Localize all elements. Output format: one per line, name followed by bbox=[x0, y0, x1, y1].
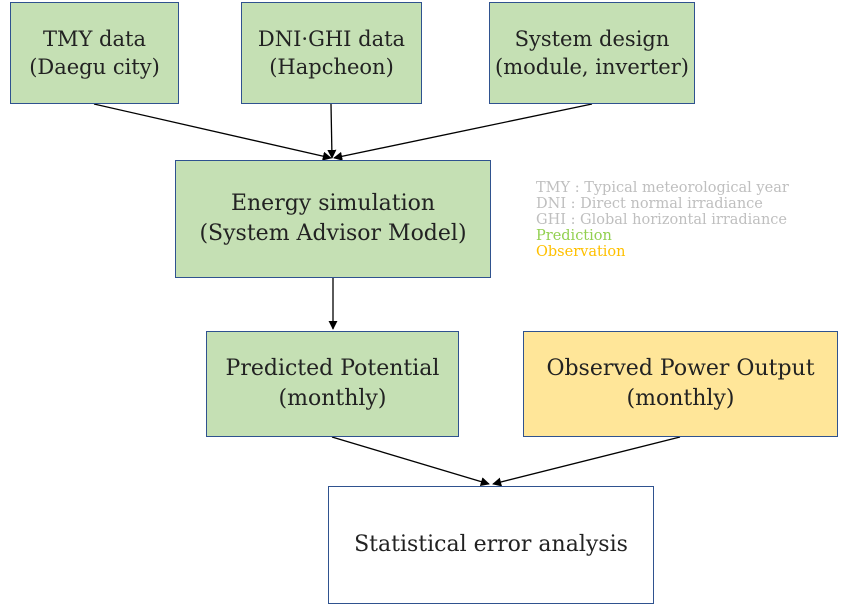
arrow-dni-to-simulation bbox=[327, 103, 337, 159]
statistical-error-analysis-title: Statistical error analysis bbox=[354, 532, 628, 558]
dni-ghi-data-title: DNI·GHI data bbox=[257, 26, 406, 51]
tmy-data-title: TMY data bbox=[43, 26, 146, 51]
observed-power-output-title: Observed Power Output bbox=[546, 356, 815, 382]
observed-power-output-box: Observed Power Output (monthly) bbox=[523, 331, 838, 437]
legend-dni: DNI : Direct normal irradiance bbox=[536, 196, 763, 212]
energy-simulation-title: Energy simulation bbox=[230, 191, 436, 217]
dni-ghi-data-subtitle: (Hapcheon) bbox=[269, 55, 394, 79]
system-design-subtitle: (module, inverter) bbox=[495, 55, 689, 79]
tmy-data-subtitle: (Daegu city) bbox=[29, 55, 160, 79]
dni-ghi-data-box: DNI·GHI data (Hapcheon) bbox=[241, 2, 422, 104]
arrow-observed-to-statistical bbox=[492, 436, 681, 487]
predicted-potential-subtitle: (monthly) bbox=[278, 386, 387, 411]
legend-tmy: TMY : Typical meteorological year bbox=[536, 180, 789, 196]
arrow-system-to-simulation bbox=[333, 103, 593, 161]
legend-observation: Observation bbox=[536, 244, 626, 260]
predicted-potential-title: Predicted Potential bbox=[225, 356, 440, 382]
arrow-predicted-to-statistical bbox=[331, 436, 490, 487]
predicted-potential-box: Predicted Potential (monthly) bbox=[206, 331, 459, 437]
energy-simulation-box: Energy simulation (System Advisor Model) bbox=[175, 160, 491, 278]
system-design-box: System design (module, inverter) bbox=[489, 2, 695, 104]
legend: TMY : Typical meteorological year DNI : … bbox=[536, 180, 789, 260]
legend-ghi: GHI : Global horizontal irradiance bbox=[536, 212, 787, 228]
energy-simulation-subtitle: (System Advisor Model) bbox=[199, 221, 467, 246]
statistical-error-analysis-box: Statistical error analysis bbox=[328, 486, 654, 604]
legend-prediction: Prediction bbox=[536, 228, 612, 244]
observed-power-output-subtitle: (monthly) bbox=[626, 386, 735, 411]
tmy-data-box: TMY data (Daegu city) bbox=[10, 2, 179, 104]
arrow-tmy-to-simulation bbox=[93, 103, 332, 161]
system-design-title: System design bbox=[514, 26, 670, 51]
